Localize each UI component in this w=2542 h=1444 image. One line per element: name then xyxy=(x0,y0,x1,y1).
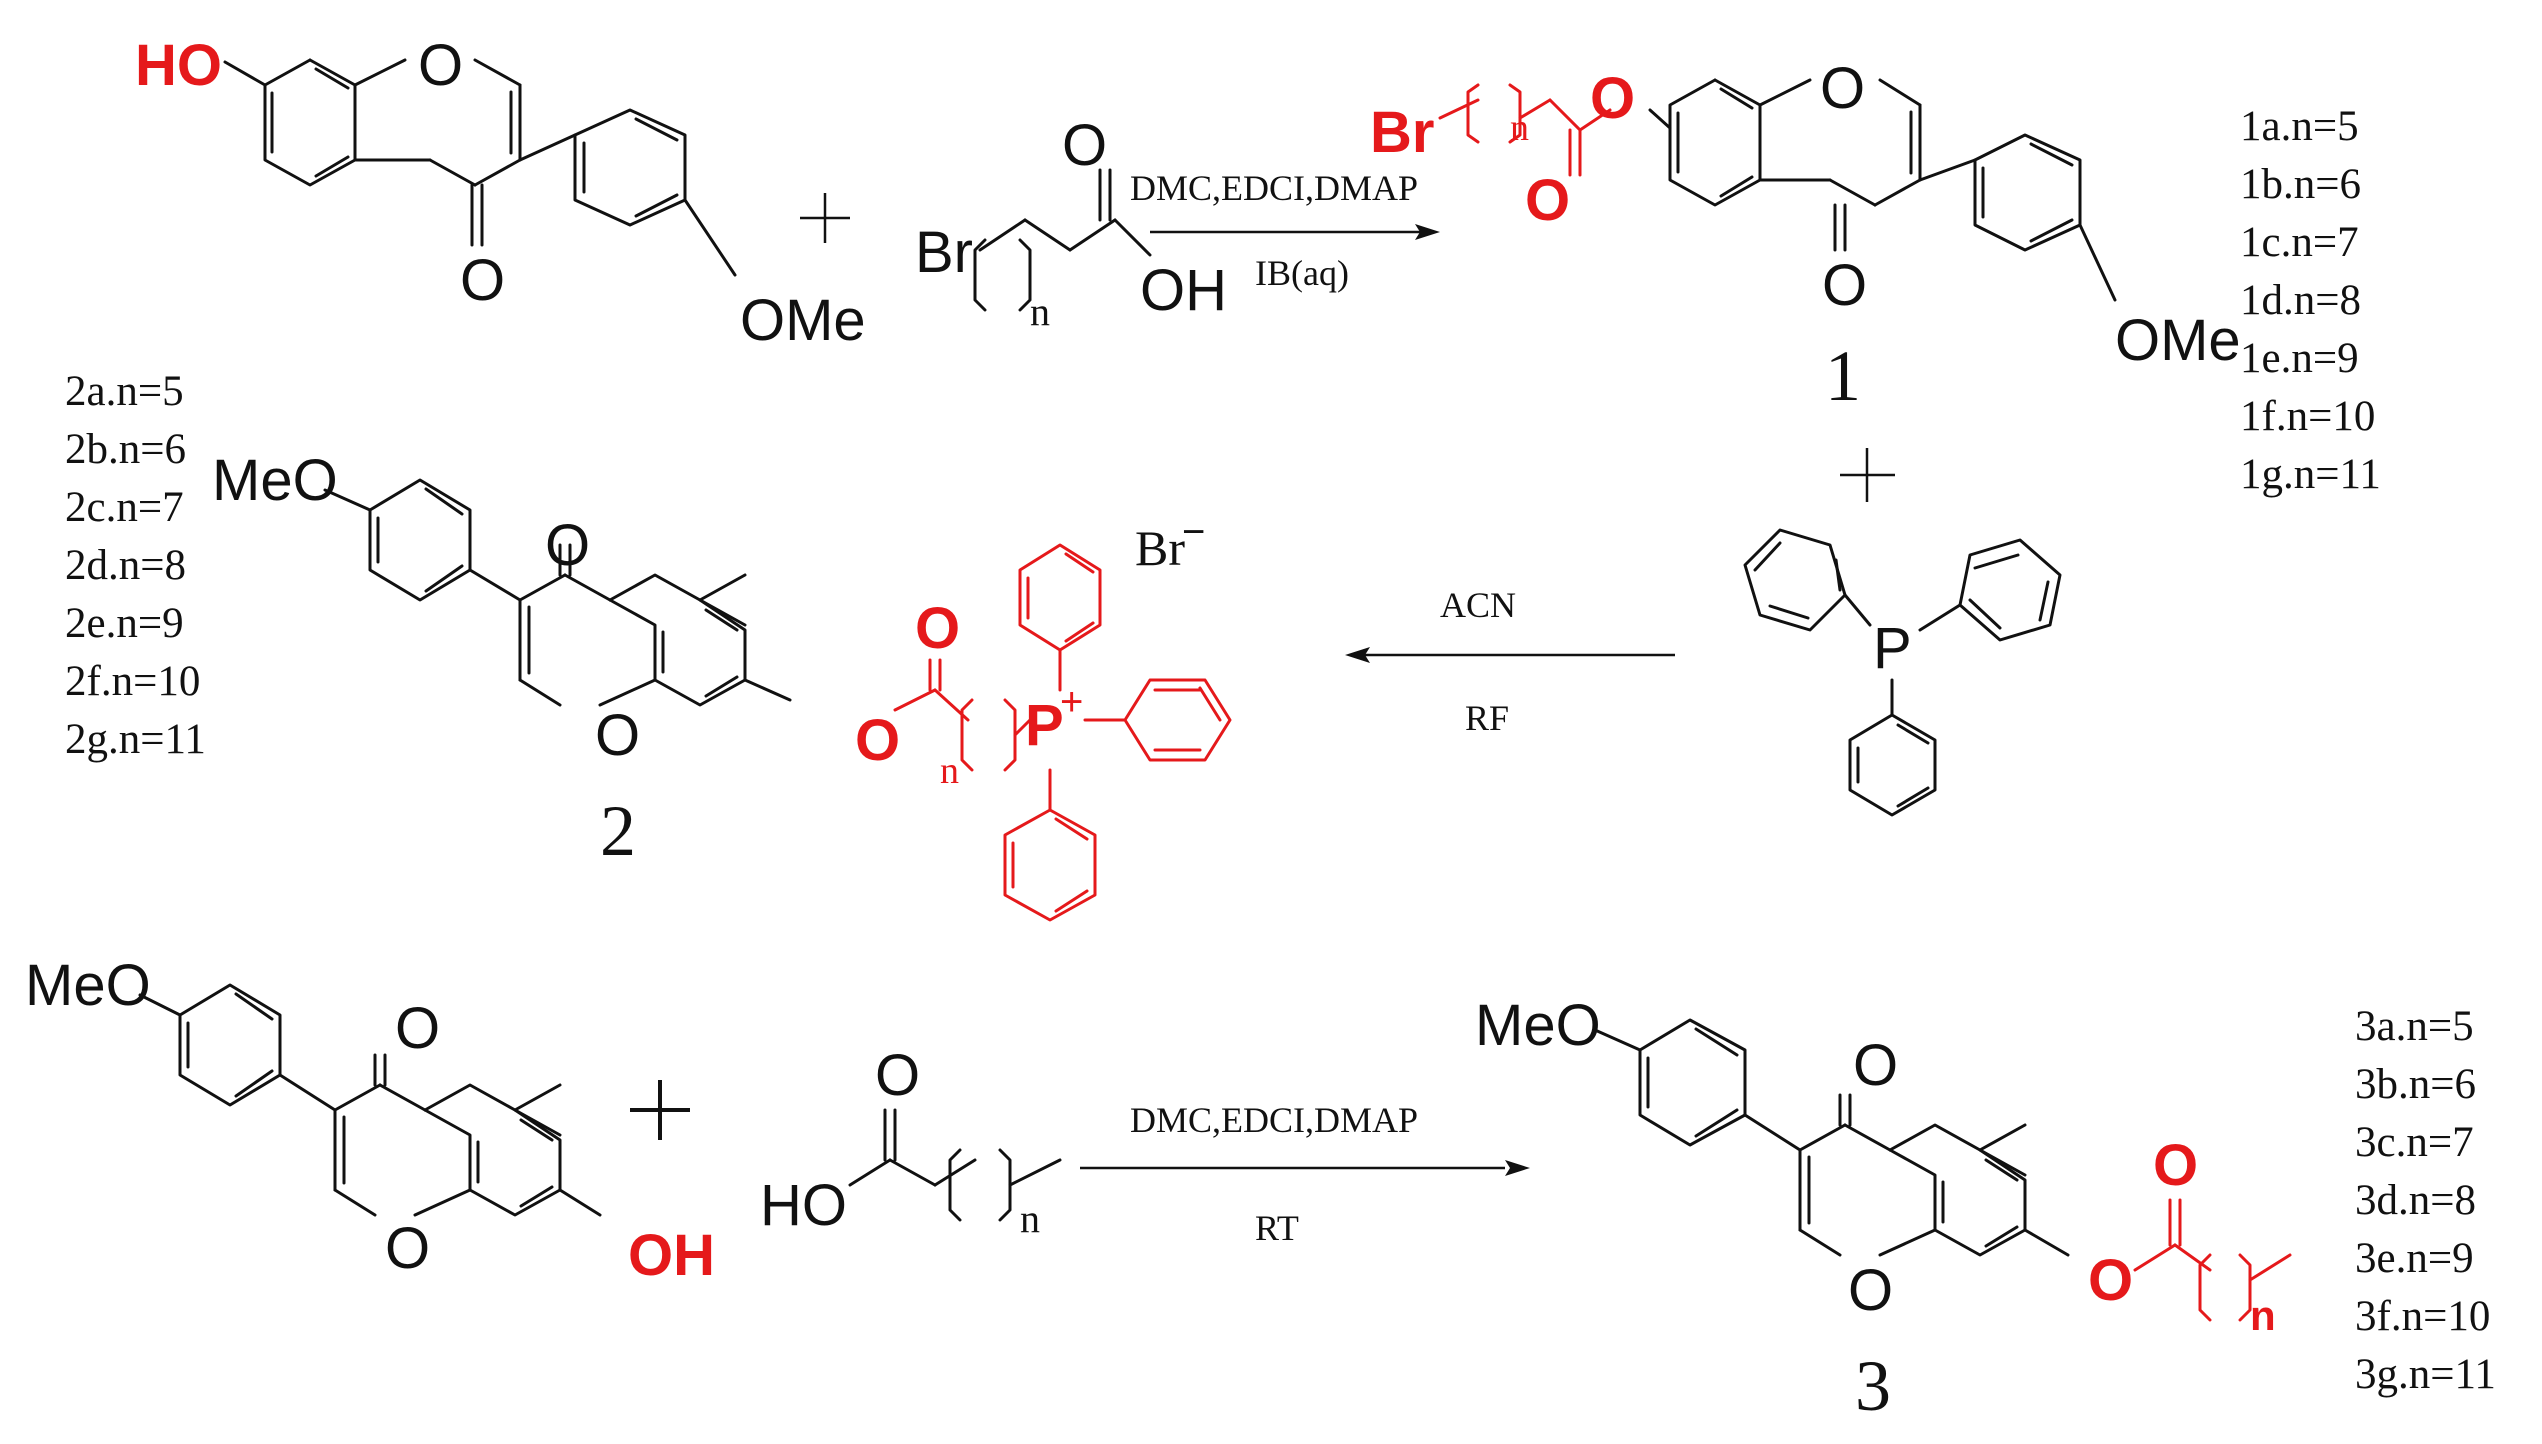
series-3-item: 3f.n=10 xyxy=(2355,1293,2490,1340)
series-2-item: 2g.n=11 xyxy=(65,716,206,763)
reaction-arrow-2: ACN RF xyxy=(1345,585,1675,738)
bromo-label: Br xyxy=(915,220,973,285)
product-3: MeO O O 3 O O n xyxy=(1475,993,2292,1426)
product-2-repeat-n: n xyxy=(940,750,959,792)
series-1-item: 1e.n=9 xyxy=(2240,335,2359,382)
product-1-ring-oxygen: O xyxy=(1820,56,1865,121)
acid-3-hydroxyl: HO xyxy=(760,1173,847,1238)
acid-3-repeat-n: n xyxy=(1020,1196,1040,1241)
series-1-list: 1a.n=5 1b.n=6 1c.n=7 1d.n=8 1e.n=9 1f.n=… xyxy=(2240,103,2381,498)
product-2-methoxy: MeO xyxy=(212,448,338,513)
series-1-item: 1b.n=6 xyxy=(2240,161,2361,208)
series-1-item: 1f.n=10 xyxy=(2240,393,2375,440)
plus-sign-3 xyxy=(630,1080,690,1140)
product-2-carbonyl-oxygen: O xyxy=(545,513,590,578)
ring-oxygen-label: O xyxy=(418,33,463,98)
triphenylphosphine: P xyxy=(1743,528,2062,817)
product-3-carbonyl-oxygen: O xyxy=(1853,1033,1898,1098)
reaction-arrow-3: DMC,EDCI,DMAP RT xyxy=(1080,1100,1530,1248)
product-3-number: 3 xyxy=(1855,1346,1891,1426)
repeat-n-label: n xyxy=(1030,289,1050,334)
series-2-item: 2a.n=5 xyxy=(65,368,184,415)
series-3-item: 3g.n=11 xyxy=(2355,1351,2496,1398)
series-2-item: 2c.n=7 xyxy=(65,484,184,531)
series-2-item: 2d.n=8 xyxy=(65,542,186,589)
reaction-arrow-1: DMC,EDCI,DMAP IB(aq) xyxy=(1130,168,1440,293)
product-3-repeat-n: n xyxy=(2250,1292,2276,1339)
hydroxyl-label: HO xyxy=(135,33,222,98)
product-1-bromo-label: Br xyxy=(1370,100,1434,165)
phosphine-label: P xyxy=(1873,616,1912,681)
conditions-3-top: DMC,EDCI,DMAP xyxy=(1130,1100,1418,1140)
series-3-list: 3a.n=5 3b.n=6 3c.n=7 3d.n=8 3e.n=9 3f.n=… xyxy=(2355,1003,2496,1398)
counter-ion-charge: − xyxy=(1182,510,1205,554)
product-3-methoxy: MeO xyxy=(1475,993,1601,1058)
series-3-item: 3c.n=7 xyxy=(2355,1119,2474,1166)
product-3-ring-oxygen: O xyxy=(1848,1258,1893,1323)
product-1-ester-carbonyl: O xyxy=(1525,168,1570,233)
product-2-ring-oxygen: O xyxy=(595,703,640,768)
product-1-carbonyl-oxygen: O xyxy=(1822,253,1867,318)
reactant-3-fatty-acid: O HO n xyxy=(760,1043,1062,1241)
reactant-1-isoflavone: HO O O OMe xyxy=(135,33,866,353)
series-3-item: 3b.n=6 xyxy=(2355,1061,2476,1108)
product-1-ester-oxygen: O xyxy=(1590,66,1635,131)
acid-3-carbonyl-oxygen: O xyxy=(875,1043,920,1108)
reactant-3-carbonyl-oxygen: O xyxy=(395,996,440,1061)
reactant-3-methoxy: MeO xyxy=(25,953,151,1018)
series-2-list: 2a.n=5 2b.n=6 2c.n=7 2d.n=8 2e.n=9 2f.n=… xyxy=(65,368,206,763)
carbonyl-oxygen-label: O xyxy=(460,248,505,313)
conditions-1-top: DMC,EDCI,DMAP xyxy=(1130,168,1418,208)
reactant-2-bromo-acid: Br O OH n xyxy=(915,113,1227,334)
series-1-item: 1g.n=11 xyxy=(2240,451,2381,498)
product-1-number: 1 xyxy=(1825,336,1861,416)
product-1-methoxy: OMe xyxy=(2115,308,2241,373)
product-2-ester-carbonyl: O xyxy=(915,596,960,661)
product-1: Br n O O O O OMe 1 xyxy=(1370,56,2241,416)
series-2-item: 2b.n=6 xyxy=(65,426,186,473)
plus-sign-2 xyxy=(1840,448,1895,502)
phosphonium-label: P xyxy=(1025,693,1064,758)
product-2: MeO O O 2 O O xyxy=(212,448,1232,922)
reactant-3-ring-oxygen: O xyxy=(385,1216,430,1281)
series-3-item: 3a.n=5 xyxy=(2355,1003,2474,1050)
conditions-2-top: ACN xyxy=(1440,585,1516,625)
series-1-item: 1c.n=7 xyxy=(2240,219,2359,266)
reactant-3-isoflavone: MeO O O OH xyxy=(25,953,715,1288)
series-2-item: 2e.n=9 xyxy=(65,600,184,647)
methoxy-label: OMe xyxy=(740,288,866,353)
phosphonium-charge: + xyxy=(1060,680,1083,724)
product-3-ester-oxygen: O xyxy=(2088,1248,2133,1313)
reactant-3-hydroxyl: OH xyxy=(628,1223,715,1288)
plus-sign-1 xyxy=(800,193,850,243)
product-2-number: 2 xyxy=(600,791,636,871)
product-1-repeat-n: n xyxy=(1510,107,1529,149)
acid-hydroxyl-label: OH xyxy=(1140,258,1227,323)
series-1-item: 1a.n=5 xyxy=(2240,103,2359,150)
series-3-item: 3e.n=9 xyxy=(2355,1235,2474,1282)
conditions-2-bottom: RF xyxy=(1465,698,1509,738)
conditions-1-bottom: IB(aq) xyxy=(1255,253,1349,293)
counter-ion-label: Br xyxy=(1135,520,1185,576)
acid-carbonyl-oxygen-label: O xyxy=(1062,113,1107,178)
conditions-3-bottom: RT xyxy=(1255,1208,1299,1248)
series-1-item: 1d.n=8 xyxy=(2240,277,2361,324)
product-2-ester-oxygen: O xyxy=(855,708,900,773)
series-3-item: 3d.n=8 xyxy=(2355,1177,2476,1224)
product-3-ester-carbonyl: O xyxy=(2153,1133,2198,1198)
series-2-item: 2f.n=10 xyxy=(65,658,200,705)
